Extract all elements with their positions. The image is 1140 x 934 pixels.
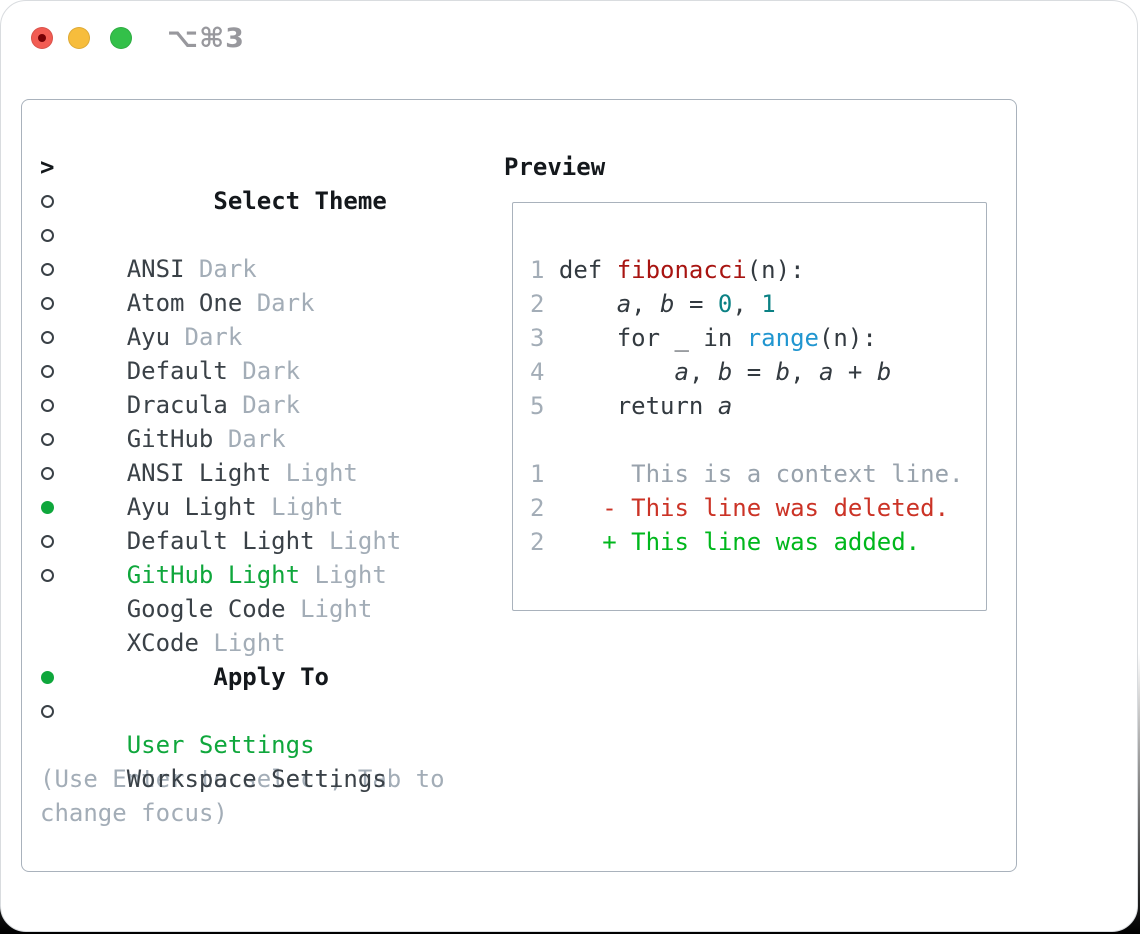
apply-to-list: User Settings Workspace Settings [40, 660, 504, 793]
theme-name: Dracula [126, 391, 228, 419]
apply-to-name: User Settings [126, 731, 315, 759]
theme-option[interactable]: Google Code Light [40, 524, 504, 623]
radio-icon [40, 694, 54, 728]
theme-variant: Dark [213, 425, 286, 453]
theme-option[interactable]: Ayu Dark [40, 252, 504, 351]
theme-option[interactable]: Default Dark [40, 286, 504, 385]
select-theme-label: Select Theme [213, 187, 387, 215]
theme-variant: Light [256, 493, 344, 521]
theme-variant: Light [198, 629, 286, 657]
theme-name: ANSI [126, 255, 185, 283]
apply-to-header: Apply To [40, 626, 504, 691]
line-number: 3 [530, 324, 545, 352]
theme-option[interactable]: GitHub Dark [40, 354, 504, 453]
theme-option[interactable]: GitHub Light Light [40, 490, 504, 589]
preview-line: 5 return a [530, 389, 974, 423]
preview-line: 2 a, b = 0, 1 [530, 287, 974, 321]
radio-icon [40, 388, 54, 422]
spacer [40, 728, 504, 762]
radio-icon [40, 320, 54, 354]
window-title: ⌥⌘3 [167, 23, 245, 54]
line-number: 2 [530, 528, 545, 556]
preview-header: Preview [504, 153, 606, 181]
apply-to-option[interactable]: User Settings [40, 660, 504, 759]
line-number: 1 [530, 460, 545, 488]
theme-variant: Light [314, 527, 402, 555]
radio-icon [40, 252, 54, 286]
minimize-button[interactable] [68, 27, 90, 49]
focus-caret-icon: > [40, 153, 55, 181]
preview-line: 4 a, b = b, a + b [530, 355, 974, 389]
theme-variant: Dark [227, 391, 301, 419]
radio-icon [40, 558, 54, 592]
theme-name: GitHub Light [126, 561, 301, 589]
apply-to-name: Workspace Settings [126, 765, 387, 793]
preview-line: 2 + This line was added. [530, 525, 974, 559]
theme-name: XCode [126, 629, 199, 657]
theme-name: Atom One [126, 289, 243, 317]
theme-name: Ayu Light [126, 493, 257, 521]
radio-icon [40, 354, 54, 388]
help-text: (Use Enter to select, Tab to change focu… [40, 765, 445, 827]
theme-option[interactable]: XCode Light [40, 558, 504, 657]
theme-option[interactable]: Default Light Light [40, 456, 504, 555]
theme-picker-panel: > Select Theme ANSI Dark Atom One Dark Ay… [40, 150, 504, 871]
theme-option[interactable]: Atom One Dark [40, 218, 504, 317]
line-number: 2 [530, 290, 545, 318]
radio-icon [40, 286, 54, 320]
theme-name: GitHub [126, 425, 214, 453]
theme-variant: Dark [184, 255, 257, 283]
theme-option[interactable]: Ayu Light Light [40, 422, 504, 521]
spacer [40, 592, 504, 626]
line-number: 2 [530, 494, 545, 522]
line-number: 5 [530, 392, 545, 420]
radio-icon [40, 456, 54, 490]
radio-icon [40, 490, 54, 524]
theme-list: ANSI Dark Atom One Dark Ayu Dark Default… [40, 184, 504, 657]
radio-icon [40, 184, 54, 218]
apply-to-label: Apply To [213, 663, 329, 691]
theme-variant: Light [271, 459, 358, 487]
preview-line: 3 for _ in range(n): [530, 321, 974, 355]
select-theme-header: > Select Theme [40, 150, 504, 215]
line-number: 1 [530, 256, 545, 284]
theme-variant: Dark [227, 357, 301, 385]
radio-icon [40, 218, 54, 252]
theme-name: Default [126, 357, 228, 385]
preview-line: 1 This is a context line. [530, 457, 974, 491]
theme-dialog: > Select Theme ANSI Dark Atom One Dark Ay… [21, 99, 1017, 872]
zoom-button[interactable] [110, 27, 132, 49]
theme-variant: Dark [242, 289, 315, 317]
apply-to-option[interactable]: Workspace Settings [40, 694, 504, 793]
window-titlebar: ⌥⌘3 [1, 1, 1137, 99]
line-number: 4 [530, 358, 545, 386]
preview-line [530, 423, 974, 457]
preview-line: 2 - This line was deleted. [530, 491, 974, 525]
theme-name: Ayu [126, 323, 171, 351]
theme-variant: Dark [170, 323, 243, 351]
close-button[interactable] [31, 27, 53, 49]
theme-name: Default Light [126, 527, 315, 555]
theme-option[interactable]: Dracula Dark [40, 320, 504, 419]
theme-option[interactable]: ANSI Light Light [40, 388, 504, 487]
radio-icon [40, 422, 54, 456]
radio-icon [40, 524, 54, 558]
theme-name: ANSI Light [126, 459, 272, 487]
theme-variant: Light [285, 595, 373, 623]
theme-variant: Light [300, 561, 387, 589]
radio-icon [40, 660, 54, 694]
theme-name: Google Code [126, 595, 286, 623]
theme-option[interactable]: ANSI Dark [40, 184, 504, 283]
